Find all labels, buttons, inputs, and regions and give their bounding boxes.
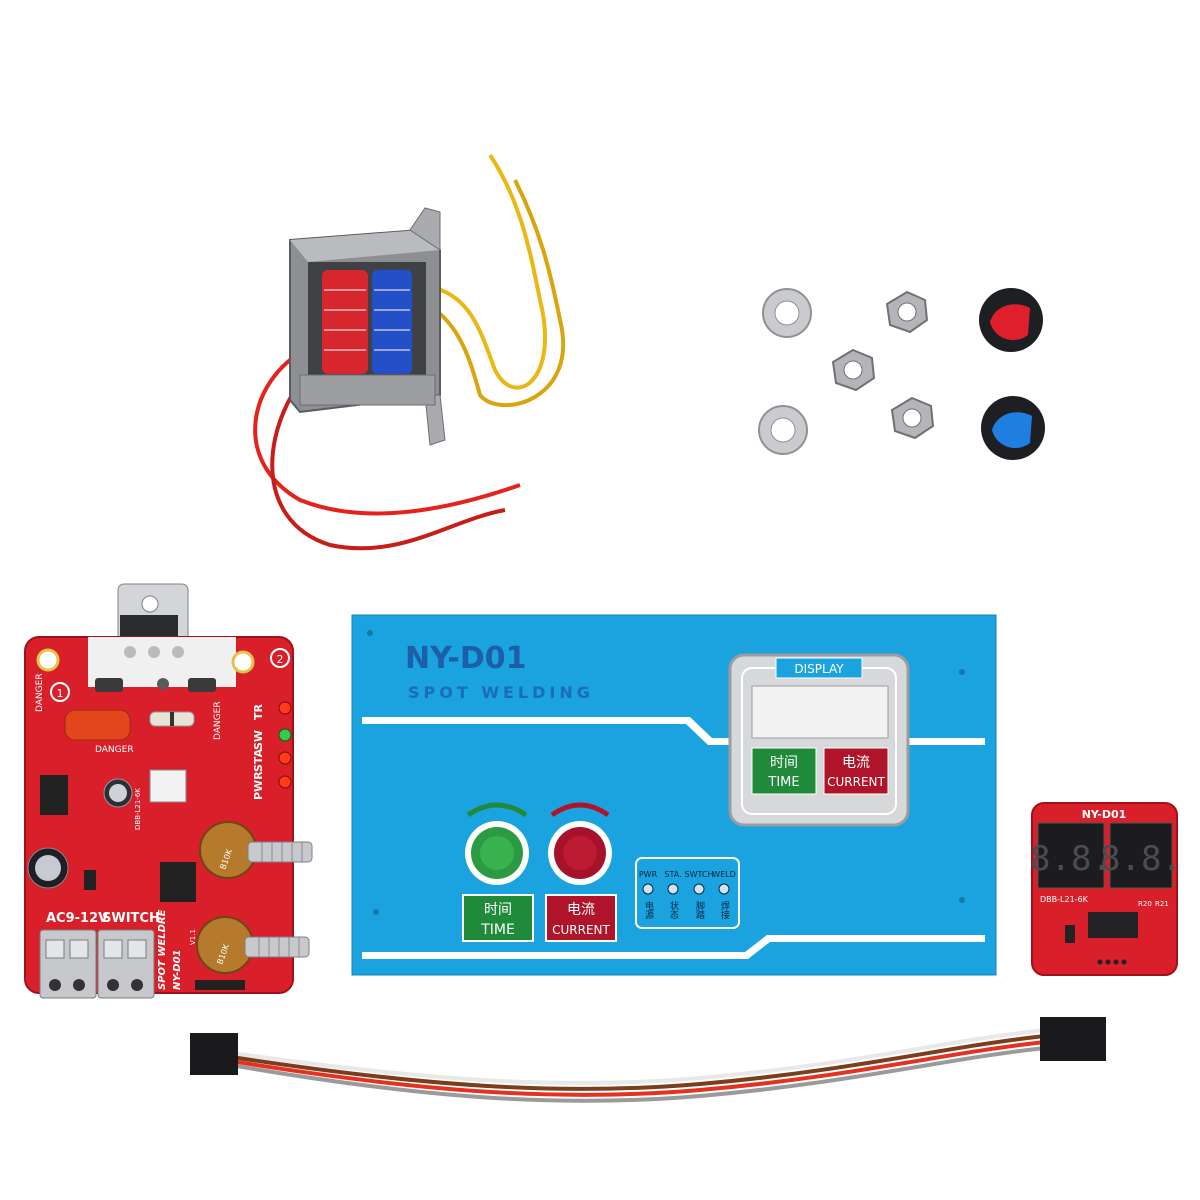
ribbon-cable xyxy=(190,1017,1106,1103)
ind-pwr-cn: 电源 xyxy=(643,900,654,920)
display-board: NY-D01 8.8. 8.8. DBB-L21-6K R20 R21 xyxy=(1030,802,1182,976)
blue-knob-icon xyxy=(981,396,1045,460)
terminal-block-switch[interactable] xyxy=(97,929,155,999)
time-button-en: TIME xyxy=(480,922,515,938)
transformer-top xyxy=(290,230,440,262)
time-cn: 时间 xyxy=(770,755,798,771)
display-label-box xyxy=(775,657,863,679)
board-brand: SPOT WELDRE xyxy=(157,909,168,990)
board-model: NY-D01 xyxy=(172,949,183,990)
danger-label: DANGER xyxy=(35,673,45,712)
terminal-block-power[interactable] xyxy=(39,929,97,999)
mount-tab xyxy=(409,207,441,251)
corner-marker-1: 1 xyxy=(57,687,64,700)
corner-marker-2: 2 xyxy=(277,653,284,666)
control-panel-sticker: NY-D01 SPOT WELDING DISPLAY 时间 TIME 电流 C… xyxy=(351,614,997,976)
red-knob-icon xyxy=(979,288,1043,352)
left-digits: 8.8. xyxy=(1030,839,1112,879)
display-label: DISPLAY xyxy=(794,662,844,676)
current-en: CURRENT xyxy=(827,775,885,789)
red-wire xyxy=(270,358,506,551)
potentiometer-time[interactable] xyxy=(199,821,313,879)
led-pwr xyxy=(278,775,292,789)
time-button-label-box xyxy=(462,894,534,942)
current-button-en: CURRENT xyxy=(552,923,610,937)
washer xyxy=(762,288,812,338)
sta-led-window xyxy=(667,883,679,895)
ic-label: DBB-L21-6K xyxy=(134,788,142,830)
indicator-strip xyxy=(635,857,740,929)
weld-led-window xyxy=(718,883,730,895)
hex-nut xyxy=(831,348,876,392)
swtch-led-window xyxy=(693,883,705,895)
panel-model: NY-D01 xyxy=(405,641,527,676)
panel-subtitle: SPOT WELDING xyxy=(408,683,594,702)
led-sta xyxy=(278,751,292,765)
led-tr xyxy=(278,701,292,715)
current-button[interactable] xyxy=(548,821,612,885)
board-version: V1.1 xyxy=(189,929,197,945)
regulator xyxy=(40,775,68,815)
optocoupler xyxy=(149,769,187,803)
primary-coil xyxy=(322,270,368,374)
yellow-wire xyxy=(419,153,547,390)
stripe-bottom xyxy=(362,935,985,959)
driver-ic xyxy=(1088,912,1138,938)
r20-label: R20 xyxy=(1138,900,1152,908)
switch-input-label: SWITCH xyxy=(102,911,160,926)
core-bottom xyxy=(299,374,436,406)
display-frame xyxy=(728,653,910,827)
ind-sta: STA. xyxy=(664,870,681,879)
secondary-coil xyxy=(372,270,412,374)
ind-swtch: SWTCH xyxy=(684,870,713,879)
header-connector xyxy=(195,980,245,990)
x2-capacitor xyxy=(64,709,131,741)
red-wire xyxy=(253,348,521,516)
current-cn: 电流 xyxy=(842,755,870,771)
led-sta-label: STA xyxy=(252,748,265,772)
right-digits: 8.8. xyxy=(1100,839,1182,879)
ind-sta-cn: 状态 xyxy=(668,900,679,919)
display-part-label: DBB-L21-6K xyxy=(1040,895,1089,904)
seven-segment-left xyxy=(1037,822,1105,889)
pwr-led-window xyxy=(642,883,654,895)
transformer xyxy=(253,153,566,551)
led-tr-label: TR xyxy=(252,703,265,720)
current-indicator xyxy=(823,747,889,795)
danger-label: DANGER xyxy=(213,701,223,740)
main-control-board: 1 2 DANGER DANGER DANGER TR SW STA PWR D… xyxy=(24,583,313,999)
time-button[interactable] xyxy=(465,821,529,885)
hex-nut xyxy=(890,396,935,440)
danger-label: DANGER xyxy=(95,745,134,755)
potentiometer-current[interactable] xyxy=(196,916,310,974)
time-button-cn: 时间 xyxy=(484,902,512,918)
ind-swtch-cn: 脚踏 xyxy=(694,901,705,920)
r21-label: R21 xyxy=(1155,900,1169,908)
seven-segment-right xyxy=(1109,822,1173,889)
power-input-label: AC9-12V xyxy=(46,911,108,926)
led-pwr-label: PWR xyxy=(252,771,265,800)
current-button-cn: 电流 xyxy=(567,902,595,918)
display-board-title: NY-D01 xyxy=(1082,808,1127,821)
yellow-wire xyxy=(419,179,566,408)
display-window xyxy=(751,685,889,739)
dupont-connector-left xyxy=(190,1033,238,1075)
current-button-label-box xyxy=(545,894,617,942)
dupont-connector-right xyxy=(1040,1017,1106,1061)
washer xyxy=(758,405,808,455)
hardware-parts xyxy=(758,288,1045,460)
time-indicator xyxy=(751,747,817,795)
time-en: TIME xyxy=(767,775,799,790)
microcontroller xyxy=(160,862,196,902)
led-sw-label: SW xyxy=(252,730,265,750)
ind-weld: WELD xyxy=(712,870,736,879)
ind-pwr: PWR xyxy=(639,870,658,879)
hex-nut xyxy=(885,290,929,334)
led-sw xyxy=(278,728,292,742)
ind-weld-cn: 焊接 xyxy=(719,900,730,920)
